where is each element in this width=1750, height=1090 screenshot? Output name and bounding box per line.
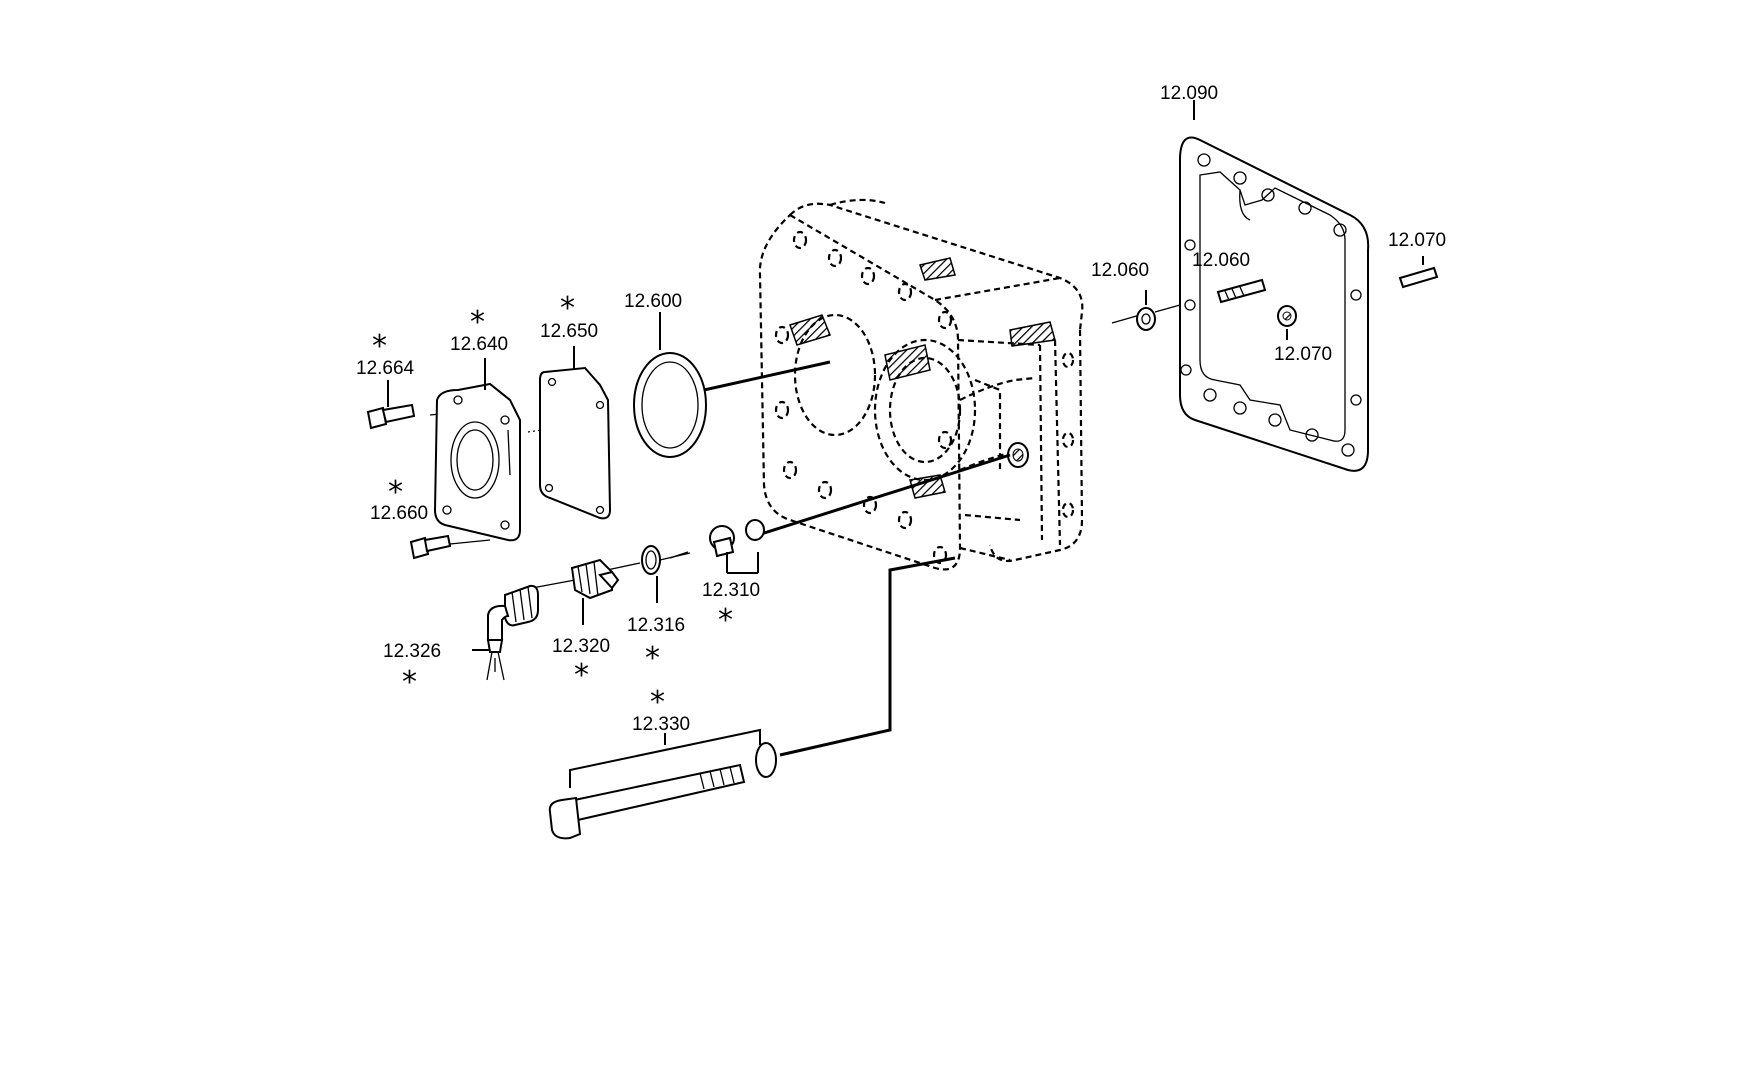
marker-12326: * bbox=[402, 665, 417, 700]
stud-12070 bbox=[1398, 266, 1439, 289]
label-12326: 12.326 bbox=[383, 641, 441, 662]
cover-12640 bbox=[433, 382, 521, 542]
screw-12664 bbox=[366, 403, 416, 430]
bolt-12330 bbox=[548, 742, 777, 840]
pin-12060 bbox=[1216, 278, 1267, 304]
gasket-12090 bbox=[1179, 136, 1370, 472]
marker-12664: * bbox=[372, 329, 387, 364]
seal-ring-12316 bbox=[641, 545, 661, 575]
switch-12320 bbox=[570, 558, 620, 600]
label-12600: 12.600 bbox=[624, 291, 682, 312]
label-12640: 12.640 bbox=[450, 334, 508, 355]
label-12060-pin: 12.060 bbox=[1192, 250, 1250, 271]
marker-12330: * bbox=[650, 685, 665, 720]
plug-12310 bbox=[709, 519, 765, 558]
gasket-12650 bbox=[539, 366, 612, 520]
nut-12070 bbox=[1277, 305, 1297, 327]
label-12310: 12.310 bbox=[702, 580, 760, 601]
label-leaders bbox=[387, 100, 1424, 788]
part-labels: 12.090 12.070 12.060 12.060 12.070 12.60… bbox=[356, 83, 1446, 735]
label-12070-stud: 12.070 bbox=[1388, 230, 1446, 251]
label-12330: 12.330 bbox=[632, 714, 690, 735]
label-12650: 12.650 bbox=[540, 321, 598, 342]
label-12060-nut: 12.060 bbox=[1091, 260, 1149, 281]
marker-12310: * bbox=[718, 603, 733, 638]
marker-12650: * bbox=[560, 291, 575, 326]
label-12070-nut: 12.070 bbox=[1274, 344, 1332, 365]
seal-ring-12600 bbox=[633, 352, 707, 458]
asterisk-markers: * * * * * * * * * bbox=[372, 291, 733, 720]
screw-12660 bbox=[409, 534, 452, 560]
label-12090: 12.090 bbox=[1160, 83, 1218, 104]
label-12660: 12.660 bbox=[370, 503, 428, 524]
marker-12316: * bbox=[645, 641, 660, 676]
marker-12640: * bbox=[470, 305, 485, 340]
label-12316: 12.316 bbox=[627, 615, 685, 636]
transmission-housing bbox=[758, 198, 1084, 571]
label-12664: 12.664 bbox=[356, 358, 415, 379]
connector-12326 bbox=[486, 584, 539, 681]
label-12320: 12.320 bbox=[552, 636, 610, 657]
nut-12060 bbox=[1136, 307, 1156, 331]
marker-12660: * bbox=[388, 475, 403, 510]
marker-12320: * bbox=[574, 658, 589, 693]
